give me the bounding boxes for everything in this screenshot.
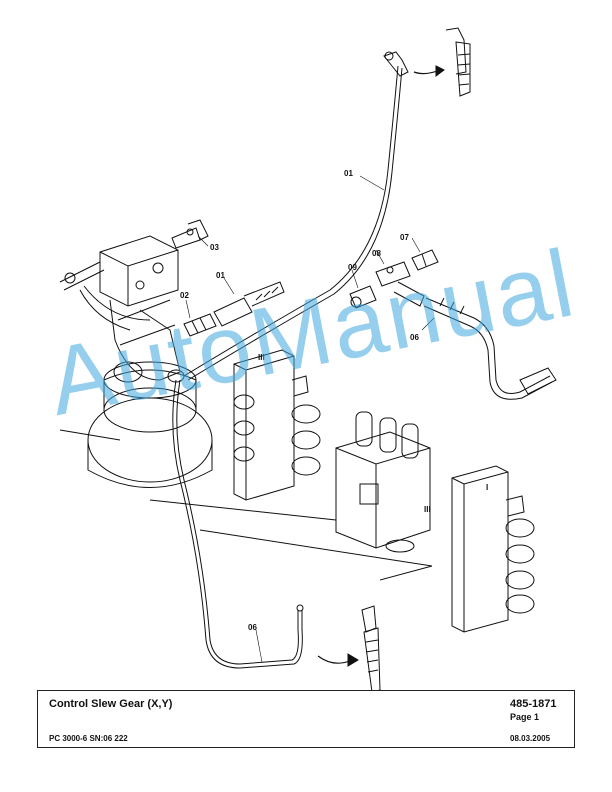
fitting-02 bbox=[183, 313, 217, 337]
callout-06-right: 06 bbox=[410, 333, 419, 342]
hose-01-short bbox=[213, 281, 285, 327]
top-fitting bbox=[383, 27, 471, 97]
valve-block-right bbox=[451, 465, 535, 633]
part-number: 485-1871 bbox=[510, 698, 557, 710]
valve-block-center bbox=[335, 411, 431, 553]
callout-01-top: 01 bbox=[344, 169, 353, 178]
hose-01-long bbox=[183, 65, 399, 377]
title-block: Control Slew Gear (X,Y) 485-1871 Page 1 … bbox=[37, 690, 575, 748]
callout-06-bottom: 06 bbox=[248, 623, 257, 632]
leader-lines bbox=[185, 175, 435, 663]
callout-09: 09 bbox=[348, 263, 357, 272]
tee-fitting-08 bbox=[375, 261, 425, 307]
machine-model: PC 3000-6 SN:06 222 bbox=[49, 734, 128, 743]
parts-diagram: III III I 01 01 02 03 07 08 09 06 06 bbox=[59, 27, 557, 690]
valve-block-left bbox=[233, 349, 321, 501]
hose-06-long bbox=[172, 379, 303, 669]
hose-06-short bbox=[423, 297, 557, 400]
roman-label-right: I bbox=[486, 483, 488, 492]
callout-01-mid: 01 bbox=[216, 271, 225, 280]
fitting-03 bbox=[171, 219, 209, 249]
cap-09 bbox=[349, 285, 377, 309]
drawing-title: Control Slew Gear (X,Y) bbox=[49, 698, 173, 710]
bottom-fitting bbox=[296, 604, 381, 690]
callout-02: 02 bbox=[180, 291, 189, 300]
projection-lines bbox=[149, 499, 433, 581]
callout-07: 07 bbox=[400, 233, 409, 242]
drawing-date: 08.03.2005 bbox=[510, 734, 551, 743]
callout-03: 03 bbox=[210, 243, 219, 252]
roman-label-left: III bbox=[258, 353, 265, 362]
page-number: Page 1 bbox=[510, 712, 540, 722]
roman-label-center: III bbox=[424, 505, 431, 514]
fitting-07 bbox=[411, 249, 439, 271]
slew-gear-housing bbox=[59, 361, 213, 488]
callout-08: 08 bbox=[372, 249, 381, 258]
